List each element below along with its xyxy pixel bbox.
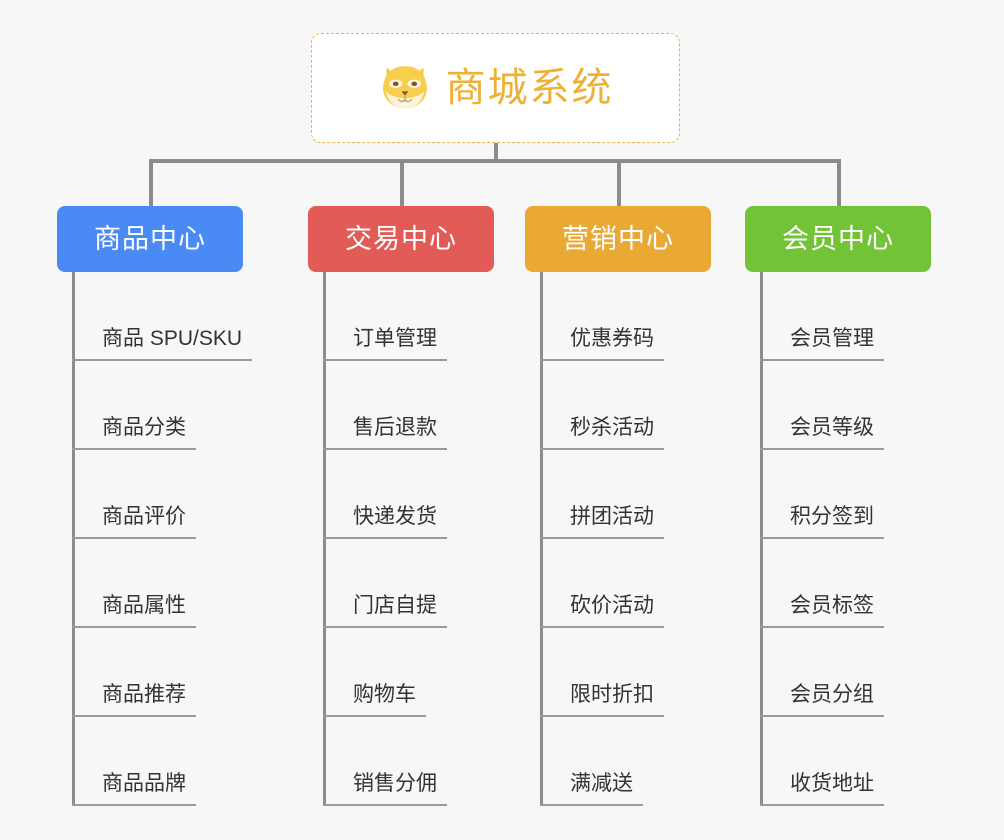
leaf-underline — [760, 359, 884, 361]
category-node-3[interactable]: 会员中心 — [745, 206, 931, 272]
leaf-label: 商品评价 — [102, 505, 186, 528]
leaf-label: 满减送 — [570, 772, 633, 795]
leaf-item[interactable]: 门店自提 — [323, 539, 533, 628]
leaf-label: 门店自提 — [353, 594, 437, 617]
leaf-item[interactable]: 满减送 — [540, 717, 750, 806]
leaf-underline — [760, 804, 884, 806]
leaf-item[interactable]: 会员分组 — [760, 628, 970, 717]
connector-drop-category-3 — [837, 159, 841, 206]
leaf-label: 收货地址 — [790, 772, 874, 795]
leaf-item[interactable]: 商品属性 — [72, 539, 282, 628]
connector-drop-category-2 — [617, 159, 621, 206]
category-node-2[interactable]: 营销中心 — [525, 206, 711, 272]
connector-horizontal-bus — [150, 159, 840, 163]
leaf-underline — [540, 448, 664, 450]
leaf-label: 会员分组 — [790, 683, 874, 706]
leaf-column-0: 商品 SPU/SKU 商品分类 商品评价 商品属性 商品推荐 商品品牌 — [72, 272, 282, 806]
leaf-underline — [540, 359, 664, 361]
leaf-label: 会员等级 — [790, 416, 874, 439]
leaf-column-3: 会员管理 会员等级 积分签到 会员标签 会员分组 收货地址 — [760, 272, 970, 806]
leaf-item[interactable]: 商品评价 — [72, 450, 282, 539]
shiba-inu-dog-face-icon — [382, 66, 427, 109]
leaf-item[interactable]: 会员等级 — [760, 361, 970, 450]
leaf-underline — [760, 537, 884, 539]
leaf-item[interactable]: 购物车 — [323, 628, 533, 717]
root-node[interactable]: 商城系统 — [311, 33, 680, 143]
connector-drop-category-0 — [149, 159, 153, 206]
leaf-underline — [323, 537, 447, 539]
connector-drop-category-1 — [400, 159, 404, 206]
leaf-spine-2 — [540, 272, 543, 806]
leaf-item[interactable]: 商品品牌 — [72, 717, 282, 806]
leaf-label: 购物车 — [353, 683, 416, 706]
leaf-item[interactable]: 优惠券码 — [540, 272, 750, 361]
leaf-underline — [72, 448, 196, 450]
leaf-underline — [540, 626, 664, 628]
leaf-label: 订单管理 — [353, 327, 437, 350]
root-title: 商城系统 — [445, 66, 614, 110]
leaf-label: 售后退款 — [353, 416, 437, 439]
leaf-underline — [323, 626, 447, 628]
leaf-label: 优惠券码 — [570, 327, 654, 350]
leaf-label: 积分签到 — [790, 505, 874, 528]
leaf-item[interactable]: 商品分类 — [72, 361, 282, 450]
connector-root-stem — [494, 143, 498, 161]
leaf-item[interactable]: 会员标签 — [760, 539, 970, 628]
leaf-underline — [72, 626, 196, 628]
leaf-item[interactable]: 拼团活动 — [540, 450, 750, 539]
leaf-underline — [540, 537, 664, 539]
category-label-1: 交易中心 — [345, 223, 457, 254]
leaf-label: 拼团活动 — [570, 505, 654, 528]
leaf-label: 秒杀活动 — [570, 416, 654, 439]
leaf-item[interactable]: 秒杀活动 — [540, 361, 750, 450]
category-label-3: 会员中心 — [782, 223, 894, 254]
leaf-item[interactable]: 砍价活动 — [540, 539, 750, 628]
category-node-0[interactable]: 商品中心 — [57, 206, 243, 272]
leaf-spine-0 — [72, 272, 75, 806]
leaf-underline — [72, 715, 196, 717]
leaf-label: 会员管理 — [790, 327, 874, 350]
leaf-item[interactable]: 售后退款 — [323, 361, 533, 450]
leaf-label: 限时折扣 — [570, 683, 654, 706]
leaf-underline — [540, 715, 664, 717]
leaf-item[interactable]: 快递发货 — [323, 450, 533, 539]
leaf-label: 商品 SPU/SKU — [102, 327, 243, 350]
leaf-underline — [540, 804, 643, 806]
category-label-0: 商品中心 — [94, 223, 206, 254]
leaf-underline — [760, 448, 884, 450]
leaf-label: 销售分佣 — [353, 772, 437, 795]
leaf-column-1: 订单管理 售后退款 快递发货 门店自提 购物车 销售分佣 — [323, 272, 533, 806]
leaf-item[interactable]: 订单管理 — [323, 272, 533, 361]
leaf-label: 商品品牌 — [102, 772, 186, 795]
leaf-underline — [72, 804, 196, 806]
leaf-label: 会员标签 — [790, 594, 874, 617]
leaf-label: 商品分类 — [102, 416, 186, 439]
leaf-spine-1 — [323, 272, 326, 806]
leaf-underline — [323, 715, 426, 717]
leaf-spine-3 — [760, 272, 763, 806]
leaf-underline — [760, 626, 884, 628]
leaf-item[interactable]: 销售分佣 — [323, 717, 533, 806]
leaf-label: 商品推荐 — [102, 683, 186, 706]
leaf-underline — [323, 448, 447, 450]
leaf-underline — [72, 359, 252, 361]
leaf-column-2: 优惠券码 秒杀活动 拼团活动 砍价活动 限时折扣 满减送 — [540, 272, 750, 806]
leaf-underline — [72, 537, 196, 539]
leaf-label: 商品属性 — [102, 594, 186, 617]
leaf-item[interactable]: 积分签到 — [760, 450, 970, 539]
leaf-item[interactable]: 收货地址 — [760, 717, 970, 806]
leaf-underline — [323, 804, 447, 806]
leaf-underline — [760, 715, 884, 717]
leaf-item[interactable]: 限时折扣 — [540, 628, 750, 717]
category-node-1[interactable]: 交易中心 — [308, 206, 494, 272]
leaf-item[interactable]: 商品推荐 — [72, 628, 282, 717]
category-label-2: 营销中心 — [562, 223, 674, 254]
leaf-item[interactable]: 会员管理 — [760, 272, 970, 361]
leaf-label: 快递发货 — [353, 505, 437, 528]
leaf-label: 砍价活动 — [570, 594, 654, 617]
leaf-underline — [323, 359, 447, 361]
leaf-item[interactable]: 商品 SPU/SKU — [72, 272, 282, 361]
